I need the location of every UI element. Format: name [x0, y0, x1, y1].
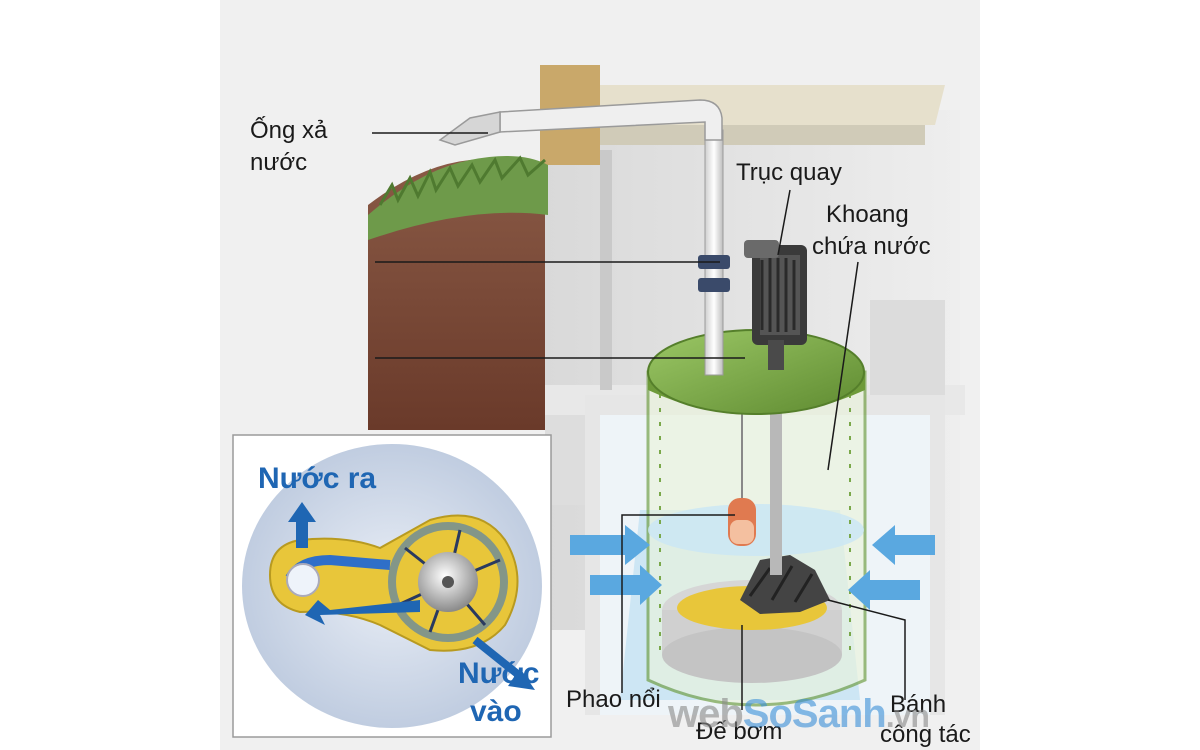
label-shaft: Trục quay: [736, 159, 842, 186]
label-discharge-pipe: Ống xả: [250, 117, 328, 144]
label-water-in-line2: vào: [470, 695, 522, 728]
label-base: Đế bơm: [696, 718, 783, 745]
motor: [744, 240, 807, 370]
impeller-inset: [232, 434, 552, 738]
label-chamber: Khoang: [826, 201, 909, 228]
leader-lines: [372, 132, 906, 710]
watermark-logo: webSoSanh.vn: [668, 692, 930, 737]
label-water-in: Nước: [458, 657, 540, 690]
watermark-part1: web: [668, 692, 744, 736]
label-water-out: Nước ra: [258, 462, 377, 495]
impeller: [740, 555, 830, 614]
label-chamber-line2: chứa nước: [812, 233, 931, 260]
watermark-part3: .vn: [885, 698, 930, 734]
basin-lid: [647, 329, 865, 415]
discharge-pipe: [438, 99, 730, 376]
label-impeller: Bánh: [890, 691, 947, 718]
watermark-part2: SoSanh: [742, 692, 887, 736]
label-float: Phao nổi: [566, 686, 661, 713]
label-discharge-pipe-line2: nước: [250, 149, 308, 176]
label-impeller-line2: công tác: [880, 721, 971, 748]
inflow-arrows: [570, 525, 935, 610]
